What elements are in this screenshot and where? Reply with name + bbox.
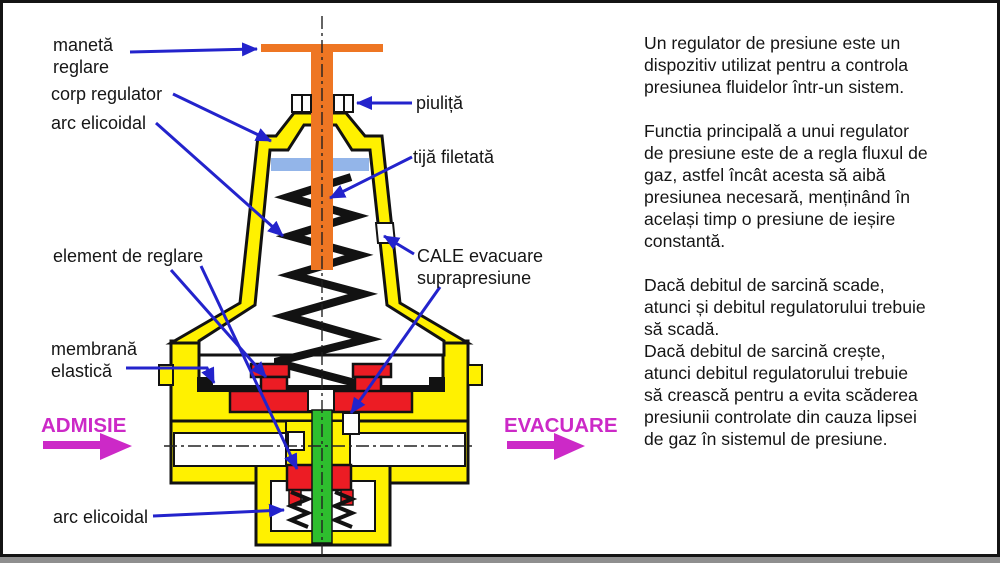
relief-passage xyxy=(342,412,360,435)
leader-membrana xyxy=(126,366,216,384)
leader-arc-top xyxy=(155,121,284,238)
flow-arrows: ADMISIE EVACUARE xyxy=(41,414,618,460)
leader-maneta xyxy=(129,42,258,57)
leader-lines xyxy=(126,42,442,518)
description-paragraph-1: Un regulator de presiune este un dispozi… xyxy=(644,33,909,97)
bottom-spring-right xyxy=(329,490,358,529)
label-cale-line2: suprapresiune xyxy=(417,268,531,288)
label-corp-regulator: corp regulator xyxy=(51,84,162,104)
label-evacuare: EVACUARE xyxy=(504,414,618,437)
leader-tija xyxy=(329,155,413,200)
label-tija-filetata: tijă filetată xyxy=(413,147,495,167)
flange-lip-right xyxy=(467,364,483,386)
bottom-spring-left xyxy=(285,490,314,529)
label-maneta-line1: manetă xyxy=(53,35,114,55)
description-paragraph-3: Dacă debitul de sarcină scade, atunci și… xyxy=(644,275,926,449)
label-maneta-line2: reglare xyxy=(53,57,109,77)
leader-arc-bottom xyxy=(152,503,285,518)
label-membrana-line1: membrană xyxy=(51,339,138,359)
pressure-regulator-diagram: manetă reglare corp regulator arc elicoi… xyxy=(41,16,618,555)
leader-cale-relief xyxy=(349,286,442,414)
leader-element-lower xyxy=(199,265,299,470)
seat-notch xyxy=(287,431,305,451)
leader-element-upper xyxy=(169,269,268,378)
label-arc-elicoidal-top: arc elicoidal xyxy=(51,113,146,133)
label-admisie: ADMISIE xyxy=(41,414,126,437)
flange-lip-left xyxy=(158,364,174,386)
label-membrana-line2: elastică xyxy=(51,361,113,381)
label-cale-line1: CALE evacuare xyxy=(417,246,543,266)
label-arc-elicoidal-bottom: arc elicoidal xyxy=(53,507,148,527)
admisie-arrow-icon xyxy=(43,433,132,460)
label-piulita: piuliță xyxy=(416,93,464,113)
diagram-labels: manetă reglare corp regulator arc elicoi… xyxy=(51,35,543,527)
description-paragraph-2: Functia principală a unui regulator de p… xyxy=(644,121,928,251)
plate-hub xyxy=(307,388,335,412)
label-element-de-reglare: element de reglare xyxy=(53,246,203,266)
description-column: Un regulator de presiune este un dispozi… xyxy=(644,32,984,472)
evacuare-arrow-icon xyxy=(507,433,585,460)
leader-corp-regulator xyxy=(172,92,272,143)
leader-cale-vent xyxy=(383,234,415,256)
